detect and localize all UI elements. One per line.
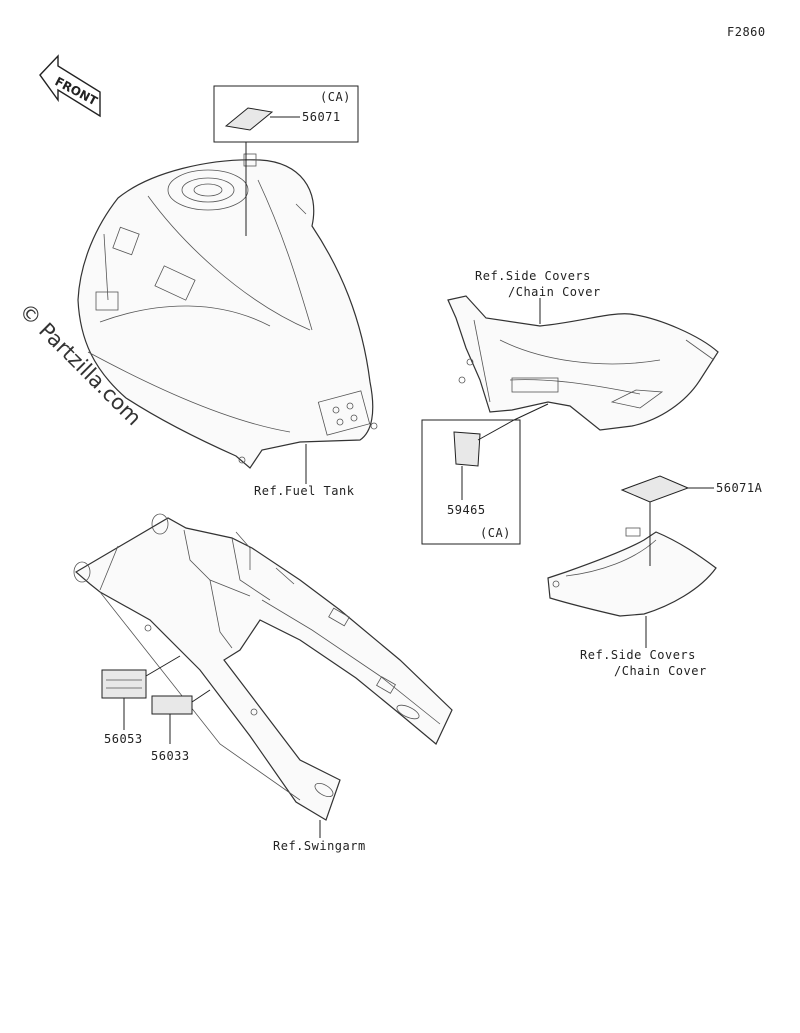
ref-side-covers-lower-line2: /Chain Cover xyxy=(614,664,707,678)
callout-56033: 56033 xyxy=(151,689,211,763)
swingarm xyxy=(73,513,453,821)
part-number-56053: 56053 xyxy=(104,732,143,746)
figure-code: F2860 xyxy=(727,25,766,39)
ca-label-top: (CA) xyxy=(320,90,351,104)
callout-59465: 59465 (CA) xyxy=(421,403,549,545)
side-cover-lower xyxy=(547,527,717,617)
part-number-56033: 56033 xyxy=(151,749,190,763)
front-arrow-icon: FRONT xyxy=(39,54,101,118)
side-cover-upper xyxy=(447,295,719,431)
ref-swingarm-label: Ref.Swingarm xyxy=(273,839,366,853)
ca-label-mid: (CA) xyxy=(480,526,511,540)
ref-fuel-tank-label: Ref.Fuel Tank xyxy=(254,484,355,498)
ref-side-covers-lower-line1: Ref.Side Covers xyxy=(580,648,696,662)
part-number-59465: 59465 xyxy=(447,503,486,517)
part-number-56071a: 56071A xyxy=(716,481,763,495)
ref-side-covers-upper-line2: /Chain Cover xyxy=(508,285,601,299)
ref-side-covers-upper-line1: Ref.Side Covers xyxy=(475,269,591,283)
callout-56053: 56053 xyxy=(101,655,181,746)
callout-56071a: 56071A xyxy=(620,475,763,566)
callout-56071: 56071 (CA) xyxy=(213,85,359,236)
part-number-56071: 56071 xyxy=(302,110,341,124)
fuel-tank xyxy=(77,153,378,469)
